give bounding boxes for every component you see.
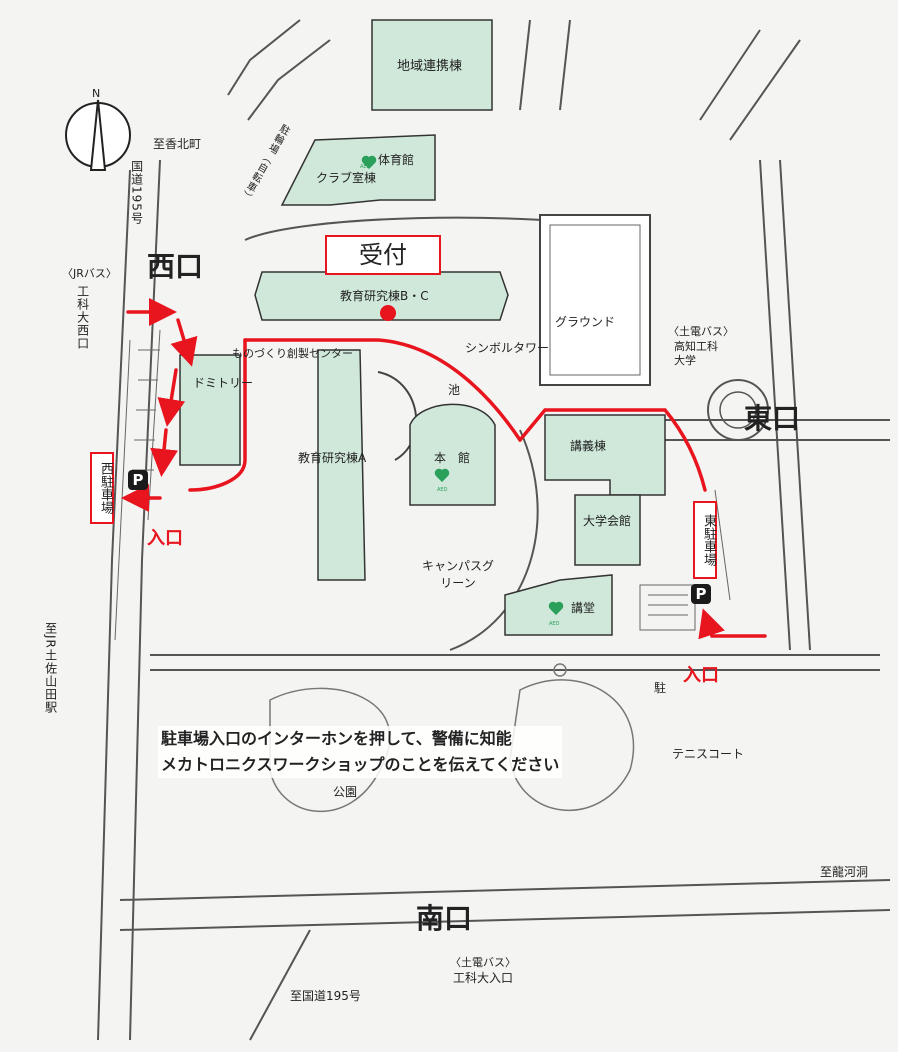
compass-north-label: N (92, 87, 101, 100)
aed-main-label: AED (437, 487, 448, 493)
west-parking-icon: P (128, 470, 148, 490)
label-partial-parking: 駐 (654, 681, 667, 695)
route-west-loop (188, 338, 247, 492)
east-entrance-label: 東口 (744, 402, 801, 435)
label-auditorium: 講堂 (571, 601, 596, 615)
main-building (409, 403, 496, 506)
aed-gym-icon (361, 155, 377, 169)
instruction-line-1: 駐車場入口のインターホンを押して、警備に知能 (161, 729, 512, 748)
direction-kahoku: 至香北町 (153, 137, 202, 151)
ground-field (539, 214, 651, 386)
jr-bus-stop: 工科大西口 (75, 285, 90, 350)
label-monozukuri: ものづくり創製センター (232, 347, 353, 360)
label-campus-green: キャンパスグリーン (421, 559, 494, 591)
south-entrance-label: 南口 (416, 902, 473, 935)
label-symbol-tower: シンボルタワー (465, 341, 550, 355)
tosaden-south-company: 〈土電バス〉 (450, 956, 516, 969)
west-parking-entry-label: 入口 (147, 528, 183, 549)
label-pond: 池 (448, 383, 461, 397)
west-parking-box: 西駐車場 (90, 452, 114, 524)
west-entrance-label: 西口 (147, 250, 204, 283)
edu-bc-building (254, 271, 509, 321)
route-195-road (97, 169, 131, 1041)
buildings (179, 19, 666, 636)
aed-auditorium-label: AED (549, 621, 560, 627)
roundabout (707, 379, 769, 441)
label-tennis: テニスコート (672, 747, 745, 761)
label-univ-hall: 大学会館 (583, 514, 632, 528)
label-regional-collab: 地域連携棟 (397, 59, 463, 74)
label-park: 公園 (333, 785, 358, 799)
aed-auditorium-icon (548, 601, 564, 615)
direction-route195-road: 国道195号 (129, 160, 144, 225)
direction-jr-tosayamada: 至JR土佐山田駅 (43, 622, 58, 714)
tosaden-east-stop: 高知工科大学 (674, 340, 718, 367)
lecture-building (544, 414, 666, 496)
pond-outline (377, 371, 418, 461)
label-lecture: 講義棟 (570, 439, 607, 453)
roads (97, 19, 891, 1041)
label-club: クラブ室棟 (316, 171, 377, 185)
label-edu-bc: 教育研究棟B・C (340, 289, 429, 303)
label-dormitory: ドミトリー (193, 376, 254, 390)
reception-marker-icon (380, 305, 396, 321)
east-parking-entry-label: 入口 (683, 665, 719, 686)
east-parking-lot (639, 489, 731, 631)
west-parking-label: 西駐車場 (98, 462, 113, 514)
aed-icons (361, 155, 564, 615)
aed-main-icon (434, 468, 450, 482)
compass-icon (65, 99, 131, 171)
reception-label: 受付 (325, 235, 441, 275)
gym-building (280, 134, 436, 206)
label-edu-a: 教育研究棟A (298, 451, 367, 465)
label-main: 本 館 (434, 451, 471, 465)
direction-ryugado: 至龍河洞 (820, 865, 869, 879)
route-lines (121, 298, 767, 640)
east-parking-label: 東駐車場 (701, 514, 716, 566)
jr-bus-company: 〈JRバス〉 (62, 267, 117, 280)
label-ground: グラウンド (555, 315, 616, 329)
instruction-note: 駐車場入口のインターホンを押して、警備に知能 メカトロニクスワークショップのこと… (158, 726, 563, 778)
tosaden-south-stop: 工科大入口 (453, 971, 514, 985)
direction-route195-south: 至国道195号 (290, 989, 361, 1003)
regional-collab-building (371, 19, 493, 111)
edu-a-building (317, 349, 366, 581)
univ-hall-building (574, 494, 641, 566)
east-parking-box: 東駐車場 (693, 501, 717, 579)
aed-gym-label: AED (360, 164, 371, 170)
label-gym: 体育館 (378, 153, 415, 167)
route-east (518, 408, 707, 492)
instruction-line-2: メカトロニクスワークショップのことを伝えてください (161, 755, 560, 774)
route-to-reception (243, 338, 522, 442)
dormitory-building (179, 354, 241, 466)
tosaden-east-company: 〈土電バス〉 (668, 325, 734, 338)
east-parking-icon: P (691, 584, 711, 604)
